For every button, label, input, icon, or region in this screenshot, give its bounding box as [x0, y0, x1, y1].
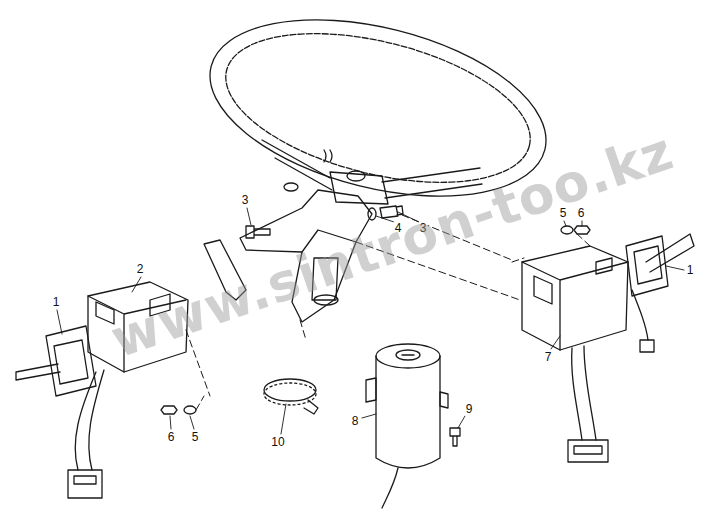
switch-contacts	[534, 258, 612, 304]
callout-number: 1	[686, 264, 695, 277]
lock-body	[376, 356, 440, 468]
wheel-hub	[330, 172, 388, 204]
clamp-band-edge	[264, 383, 316, 405]
callout-number: 3	[241, 194, 250, 207]
switch-bezel	[626, 236, 668, 296]
wheel-spoke-left	[262, 140, 332, 190]
watermark: www.sintron-too.kz	[103, 121, 680, 370]
right-switch	[522, 234, 694, 462]
switch-edges	[522, 262, 628, 350]
washer-top	[561, 226, 573, 234]
leader-line	[666, 266, 684, 270]
leader-line	[247, 208, 251, 225]
callout-number: 6	[167, 431, 176, 444]
clamp-band	[264, 379, 316, 401]
switch-bezel	[46, 326, 96, 396]
bezel-window	[54, 340, 88, 384]
rim-end	[284, 183, 298, 191]
leader-line	[281, 404, 286, 434]
callout-number: 8	[351, 415, 360, 428]
wire	[382, 468, 398, 508]
lock-top	[376, 344, 440, 368]
callout-number: 7	[544, 351, 553, 364]
connector	[68, 470, 102, 498]
leader-line	[582, 221, 583, 226]
ignition-lock	[366, 344, 448, 508]
wire	[75, 370, 104, 470]
hub-hole	[347, 171, 365, 181]
leader-line	[564, 221, 566, 226]
bolt-left	[246, 226, 270, 238]
callout-number: 10	[270, 436, 285, 449]
leader-line	[362, 414, 376, 418]
key-barrel	[396, 350, 420, 360]
leader-line	[57, 310, 62, 334]
callout-number: 2	[136, 263, 145, 276]
clamp	[264, 379, 318, 414]
connector	[568, 440, 608, 462]
leader-line	[458, 416, 465, 428]
switch-body	[522, 246, 628, 350]
horn-mark	[324, 150, 332, 162]
nut-bottom	[161, 406, 177, 414]
small-connector	[640, 340, 654, 352]
bezel-window	[634, 246, 662, 284]
leader-line	[551, 336, 560, 349]
lock-tabs	[366, 378, 448, 408]
wire	[572, 290, 648, 440]
switch-lever	[16, 364, 60, 380]
callout-number: 9	[465, 403, 474, 416]
leader-line	[190, 416, 194, 429]
washer-bottom	[184, 406, 196, 414]
leader-line	[132, 277, 141, 292]
clamp-tab	[304, 400, 318, 414]
key-slot	[402, 354, 414, 355]
callout-number: 5	[191, 431, 200, 444]
callout-number: 1	[52, 296, 61, 309]
nut-top	[574, 226, 590, 234]
leader-line	[170, 416, 171, 429]
screw-9	[450, 428, 460, 446]
